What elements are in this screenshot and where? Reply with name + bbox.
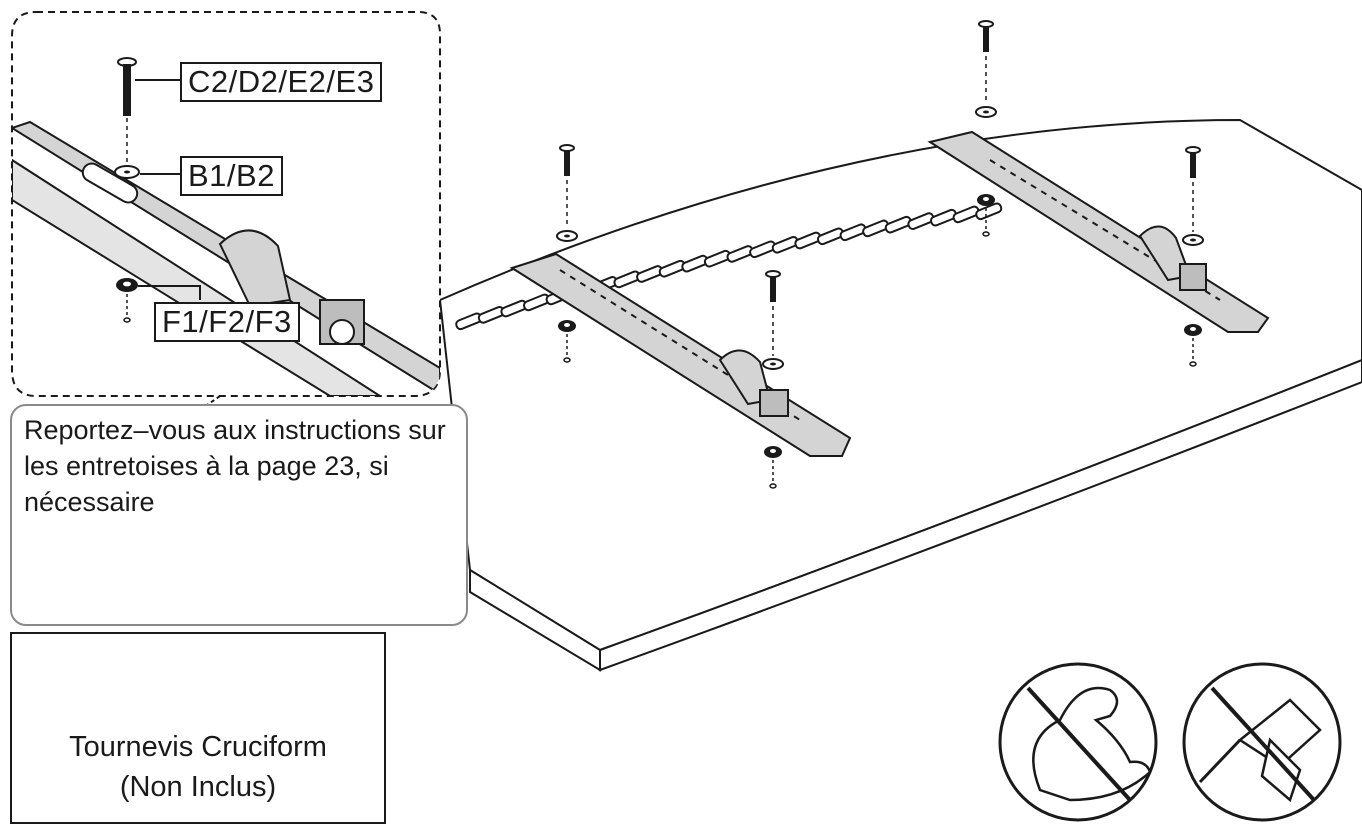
callout-washer: B1/B2: [180, 156, 283, 196]
bracket-right: [927, 130, 1270, 333]
tool-panel: Tournevis Cruciform (Non Inclus): [10, 632, 386, 824]
vent-slot: [952, 205, 980, 224]
tool-name: Tournevis Cruciform: [69, 731, 327, 763]
no-force-icon: [998, 662, 1158, 822]
leader-nut: [138, 285, 201, 300]
tool-note: (Non Inclus): [119, 771, 277, 803]
hardware-set-3: [975, 20, 997, 237]
callout-nut: F1/F2/F3: [154, 302, 300, 342]
hardware-set-2: [762, 270, 784, 489]
hardware-set-4: [1182, 146, 1204, 367]
no-power-drill-icon: [1182, 662, 1342, 822]
vent-slot: [975, 202, 1003, 221]
inset-washer: [114, 165, 140, 179]
spacer-note-panel: Reportez–vous aux instructions sur les e…: [10, 404, 468, 626]
inset-nut: [116, 278, 138, 323]
callout-screw: C2/D2/E2/E3: [180, 62, 383, 102]
inset-screw: [117, 57, 137, 166]
spacer-note-text: Reportez–vous aux instructions sur les e…: [24, 415, 446, 517]
hardware-set-1: [556, 144, 578, 363]
tv-back-panel: [438, 118, 1362, 672]
bracket-left: [509, 252, 852, 457]
